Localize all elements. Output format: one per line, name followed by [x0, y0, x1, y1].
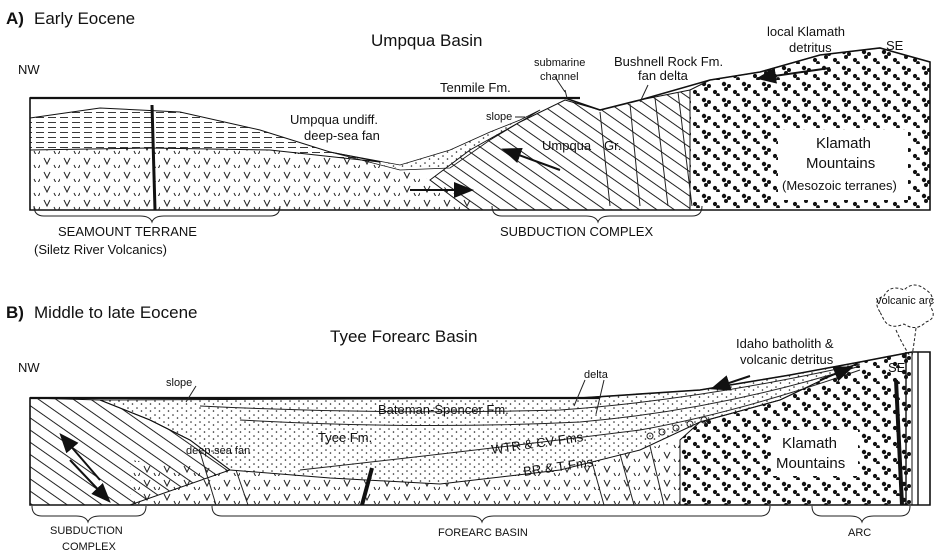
panel-a-klamath-1: Klamath: [816, 135, 871, 152]
panel-a-seamount-1: SEAMOUNT TERRANE: [58, 224, 197, 239]
panel-a-basement: [30, 148, 470, 210]
panel-b-bateman: Bateman-Spencer Fm.: [378, 402, 509, 417]
panel-b-basin-title: Tyee Forearc Basin: [330, 327, 477, 346]
panel-b-delta: delta: [584, 369, 609, 381]
panel-a-nw: NW: [18, 62, 40, 77]
panel-b-arc: ARC: [848, 527, 871, 539]
panel-a-umpqua-gr-1: Umpqua: [542, 138, 592, 153]
panel-a-umpqua-undiff-1: Umpqua undiff.: [290, 112, 378, 127]
panel-b: B) Middle to late Eocene Tyee Forearc Ba…: [6, 285, 935, 553]
panel-a-letter: A): [6, 9, 24, 28]
panel-a-umpqua-gr-2: Gr.: [604, 138, 621, 153]
panel-b-subduction-bracket: [32, 506, 146, 522]
panel-a-klamath-3: (Mesozoic terranes): [782, 178, 897, 193]
panel-b-slope: slope: [166, 377, 192, 389]
panel-b-letter: B): [6, 303, 24, 322]
panel-a-bushnell-1: Bushnell Rock Fm.: [614, 54, 723, 69]
panel-a-klamath-2: Mountains: [806, 155, 875, 172]
panel-b-volcanic-arc: volcanic arc: [876, 295, 935, 307]
panel-b-deep-sea: deep-sea fan: [186, 445, 250, 457]
panel-a-umpqua-undiff-2: deep-sea fan: [304, 128, 380, 143]
panel-b-subduction-2: COMPLEX: [62, 541, 116, 553]
panel-a-title: Early Eocene: [34, 9, 135, 28]
panel-a-submarine-2: channel: [540, 71, 579, 83]
panel-a-basin-title: Umpqua Basin: [371, 31, 483, 50]
panel-b-tyee: Tyee Fm.: [318, 430, 372, 445]
panel-b-title: Middle to late Eocene: [34, 303, 198, 322]
panel-a-slope: slope: [486, 111, 512, 123]
panel-a-subduction: SUBDUCTION COMPLEX: [500, 224, 653, 239]
panel-a-local-klamath-2: detritus: [789, 40, 832, 55]
panel-b-forearc: FOREARC BASIN: [438, 527, 528, 539]
panel-b-idaho-1: Idaho batholith &: [736, 336, 834, 351]
panel-b-nw: NW: [18, 360, 40, 375]
panel-b-klamath-2: Mountains: [776, 455, 845, 472]
panel-a-submarine-1: submarine: [534, 57, 585, 69]
panel-a-seamount-2: (Siletz River Volcanics): [34, 242, 167, 257]
panel-a-tenmile: Tenmile Fm.: [440, 80, 511, 95]
panel-b-arc-bracket: [812, 506, 910, 522]
panel-a-local-klamath-1: local Klamath: [767, 24, 845, 39]
panel-b-forearc-bracket: [212, 506, 770, 522]
panel-a-bushnell-2: fan delta: [638, 68, 689, 83]
panel-a: A) Early Eocene Umpqua Basin NW SE Tenmi…: [6, 9, 930, 257]
panel-b-idaho-2: volcanic detritus: [740, 352, 834, 367]
panel-b-klamath-1: Klamath: [782, 435, 837, 452]
panel-b-subduction-1: SUBDUCTION: [50, 525, 123, 537]
